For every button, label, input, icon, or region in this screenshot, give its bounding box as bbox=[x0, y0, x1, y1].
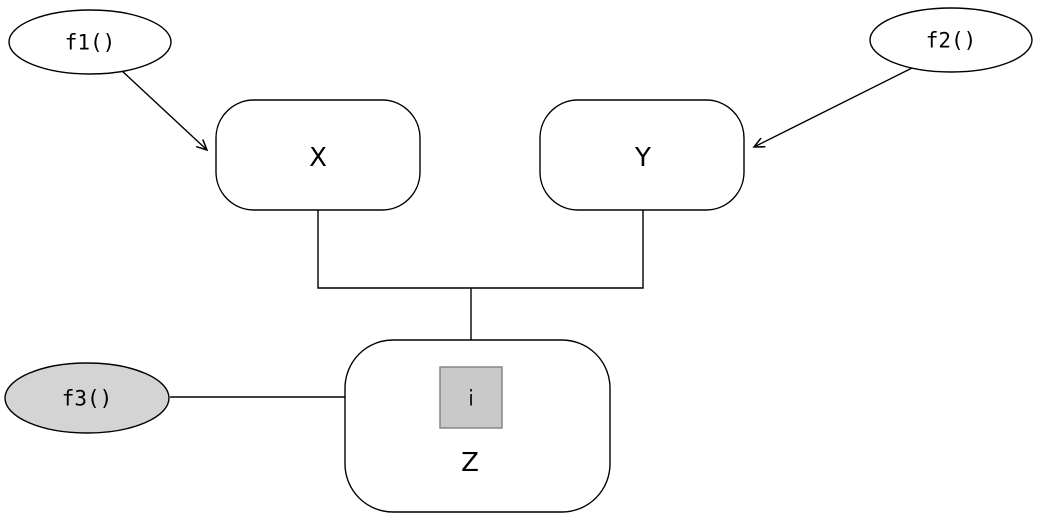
node-f2-label: f2() bbox=[926, 28, 977, 52]
node-y-box bbox=[539, 99, 745, 211]
node-f3-label: f3() bbox=[62, 386, 113, 410]
connector-x-y-join bbox=[317, 210, 644, 289]
node-y-label: Y bbox=[634, 143, 651, 173]
node-x-label: X bbox=[309, 143, 327, 173]
node-i-box bbox=[439, 366, 503, 429]
node-f3-ellipse bbox=[4, 362, 170, 434]
arrow-f2-to-y bbox=[754, 67, 913, 147]
node-x-box bbox=[215, 99, 421, 211]
node-f1-label: f1() bbox=[65, 30, 116, 54]
node-z-label: Z bbox=[461, 448, 479, 478]
node-f1-ellipse bbox=[8, 9, 172, 75]
node-f2-ellipse bbox=[869, 7, 1033, 73]
arrow-f1-to-x bbox=[120, 69, 207, 150]
node-i-label: i bbox=[468, 386, 474, 410]
